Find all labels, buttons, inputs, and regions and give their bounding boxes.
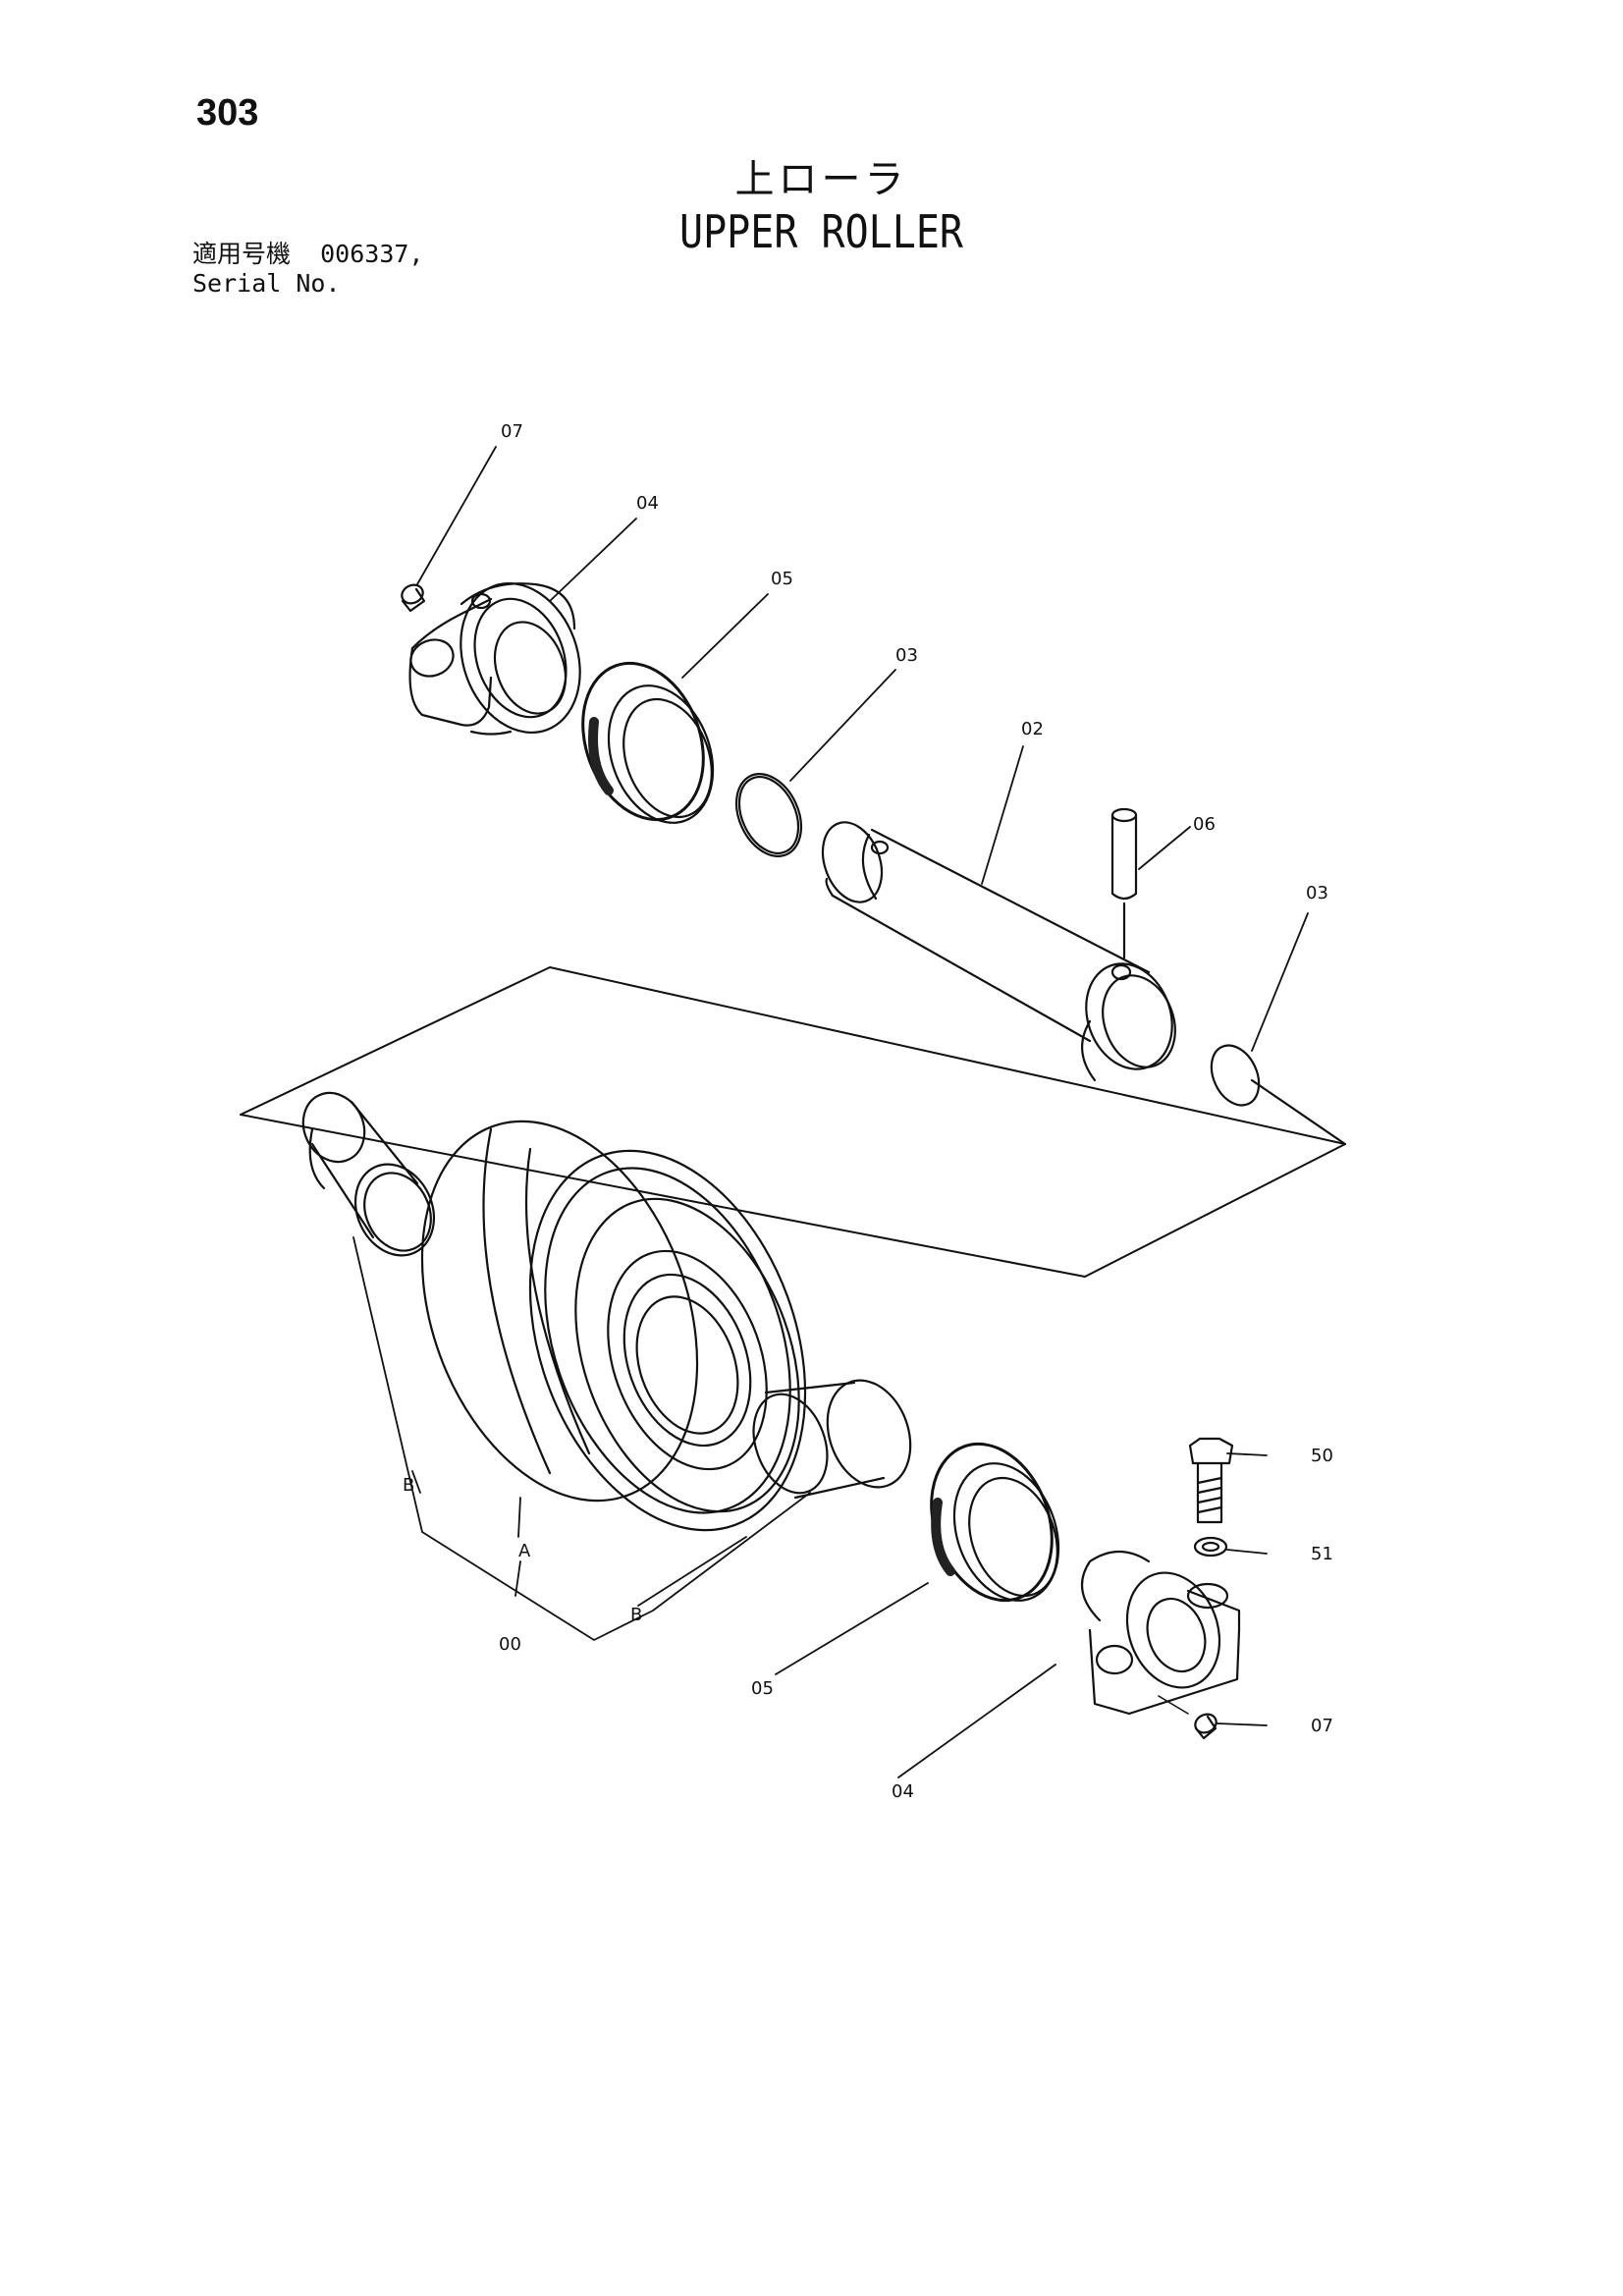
callout-A: A <box>518 1541 531 1561</box>
callout-05-bottom: 05 <box>751 1678 774 1699</box>
part-50-bolt <box>1188 1437 1234 1524</box>
callout-50: 50 <box>1311 1446 1333 1466</box>
part-02-shaft <box>821 821 1176 1082</box>
serial-block: 適用号機 006337, Serial No. <box>192 240 423 299</box>
callout-04-bottom: 04 <box>892 1781 914 1802</box>
callout-06: 06 <box>1193 814 1216 835</box>
part-03-o-ring-right <box>1210 1044 1347 1146</box>
part-07-grease-fitting-top <box>401 583 426 613</box>
part-03-o-ring-mid <box>734 773 803 857</box>
callout-05-top: 05 <box>771 569 793 589</box>
callout-03-right: 03 <box>1306 883 1328 903</box>
callout-00: 00 <box>499 1634 521 1655</box>
serial-value: 006337, <box>320 240 424 268</box>
assembly-outline <box>240 966 1346 1278</box>
callout-03-mid: 03 <box>895 645 918 666</box>
title-english: UPPER ROLLER <box>679 206 963 259</box>
leader-lines <box>352 446 1309 1778</box>
callout-B-left: B <box>403 1475 414 1496</box>
title-block: 上ローラ UPPER ROLLER <box>0 147 1623 258</box>
callout-07-top: 07 <box>501 421 523 442</box>
part-05-seal-top <box>581 661 715 824</box>
part-51-washer <box>1193 1536 1228 1558</box>
callout-04-top: 04 <box>636 493 659 514</box>
callout-51: 51 <box>1311 1544 1333 1564</box>
callout-07-bottom: 07 <box>1311 1716 1333 1736</box>
part-04-bracket-top <box>408 581 581 736</box>
part-07-grease-fitting-bottom <box>1158 1695 1217 1740</box>
part-04-bracket-bottom <box>1080 1551 1241 1716</box>
part-roller-body <box>420 1120 807 1532</box>
title-japanese: 上ローラ <box>734 157 908 202</box>
part-06-pin <box>1110 807 1138 959</box>
part-bushing-right <box>752 1379 912 1500</box>
page-number: 303 <box>196 92 259 134</box>
part-bushing-left <box>301 1091 436 1257</box>
serial-label-japanese: 適用号機 <box>192 240 292 268</box>
callout-02: 02 <box>1021 719 1044 739</box>
callout-B-right: B <box>630 1605 642 1625</box>
part-05-seal-bottom <box>930 1442 1060 1603</box>
serial-label-english: Serial No. <box>192 269 341 298</box>
